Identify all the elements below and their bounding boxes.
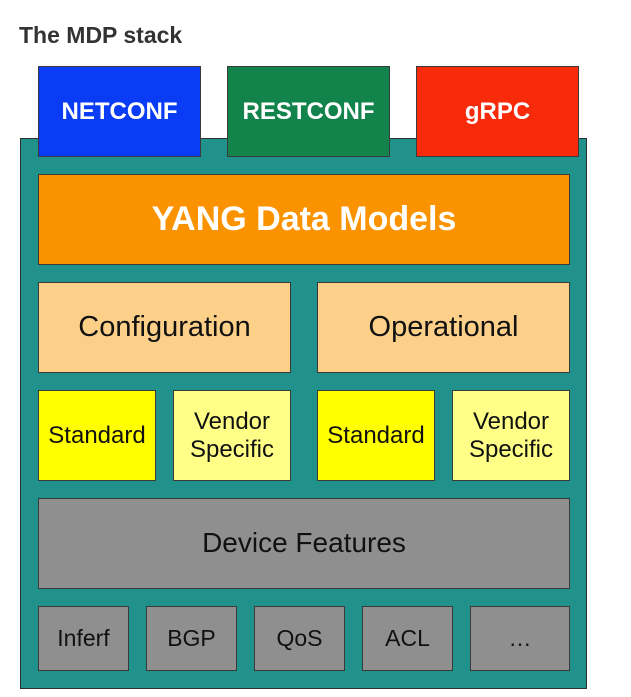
diagram-title: The MDP stack bbox=[19, 22, 183, 48]
subtype-label: Standard bbox=[48, 421, 146, 449]
subtype-oper-vendor: Vendor Specific bbox=[452, 390, 570, 481]
protocol-grpc-label: gRPC bbox=[464, 97, 531, 125]
subtype-label: Vendor Specific bbox=[189, 407, 275, 463]
subtype-config-vendor: Vendor Specific bbox=[173, 390, 291, 481]
protocol-restconf-label: RESTCONF bbox=[242, 97, 375, 125]
category-configuration: Configuration bbox=[38, 282, 291, 373]
feature-label: ACL bbox=[385, 625, 430, 652]
subtype-label: Standard bbox=[327, 421, 425, 449]
category-configuration-label: Configuration bbox=[78, 310, 251, 343]
category-operational-label: Operational bbox=[368, 310, 519, 343]
feature-label: QoS bbox=[276, 625, 323, 652]
yang-data-models: YANG Data Models bbox=[38, 174, 570, 265]
feature-acl: ACL bbox=[362, 606, 453, 671]
yang-label: YANG Data Models bbox=[151, 199, 457, 238]
subtype-label: Vendor Specific bbox=[468, 407, 554, 463]
feature-interface: Inferf bbox=[38, 606, 129, 671]
feature-label: Inferf bbox=[57, 625, 110, 652]
feature-label: BGP bbox=[167, 625, 216, 652]
protocol-netconf-label: NETCONF bbox=[61, 97, 178, 125]
feature-more: … bbox=[470, 606, 570, 671]
feature-label: … bbox=[508, 625, 532, 652]
protocol-netconf: NETCONF bbox=[38, 66, 201, 157]
device-features-label: Device Features bbox=[202, 527, 406, 559]
protocol-restconf: RESTCONF bbox=[227, 66, 390, 157]
feature-qos: QoS bbox=[254, 606, 345, 671]
feature-bgp: BGP bbox=[146, 606, 237, 671]
protocol-grpc: gRPC bbox=[416, 66, 579, 157]
subtype-oper-standard: Standard bbox=[317, 390, 435, 481]
subtype-config-standard: Standard bbox=[38, 390, 156, 481]
category-operational: Operational bbox=[317, 282, 570, 373]
device-features: Device Features bbox=[38, 498, 570, 589]
